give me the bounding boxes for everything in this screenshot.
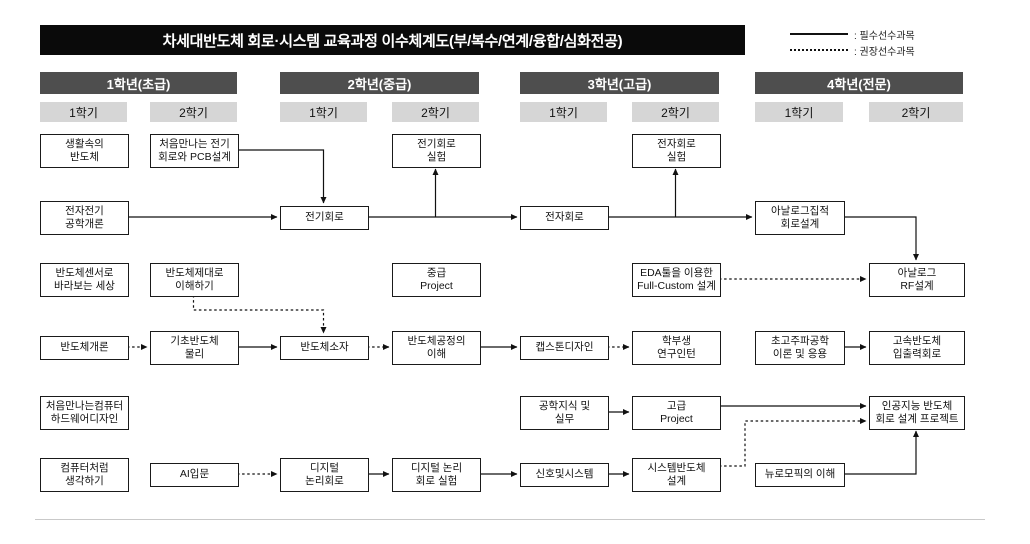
year-header-2: 2학년(중급) xyxy=(280,72,479,94)
semester-header-y1s1: 1학기 xyxy=(40,102,127,122)
edge-neuromorphic-to-ai xyxy=(843,430,919,475)
year-header-3: 3학년(고급) xyxy=(520,72,719,94)
course-think-like-computer: 컴퓨터처럼 생각하기 xyxy=(40,458,129,492)
course-system-semiconductor-design: 시스템반도체 설계 xyxy=(632,458,721,492)
course-neuromorphic: 뉴로모픽의 이해 xyxy=(755,463,845,487)
course-intermediate-project: 중급 Project xyxy=(392,263,481,297)
course-semiconductor-process: 반도체공정의 이해 xyxy=(392,331,481,365)
legend: : 필수선수과목 : 권장선수과목 xyxy=(790,26,915,58)
course-digital-logic-lab: 디지털 논리 회로 실험 xyxy=(392,458,481,492)
course-capstone-design: 캡스톤디자인 xyxy=(520,336,609,360)
legend-recommended-label: : 권장선수과목 xyxy=(854,46,915,58)
course-analog-rf-design: 아날로그 RF설계 xyxy=(869,263,965,297)
course-ai-semiconductor-project: 인공지능 반도체 회로 설계 프로젝트 xyxy=(869,396,965,430)
course-electronic-circuits: 전자회로 xyxy=(520,206,609,230)
course-undergrad-research-intern: 학부생 연구인턴 xyxy=(632,331,721,365)
semester-header-y3s2: 2학기 xyxy=(632,102,719,122)
course-eda-full-custom: EDA툴을 이용한 Full-Custom 설계 xyxy=(632,263,721,297)
edge-analog-ic-to-rf xyxy=(843,216,919,261)
semester-header-y2s1: 1학기 xyxy=(280,102,367,122)
bottom-divider xyxy=(35,519,985,520)
legend-required-label: : 필수선수과목 xyxy=(854,30,915,42)
course-intro-ee: 전자전기 공학개론 xyxy=(40,201,129,235)
course-intro-ai: AI입문 xyxy=(150,463,239,487)
semester-header-y1s2: 2학기 xyxy=(150,102,237,122)
course-advanced-project: 고급 Project xyxy=(632,396,721,430)
course-intro-semiconductor: 반도체개론 xyxy=(40,336,129,360)
page-title: 차세대반도체 회로·시스템 교육과정 이수체계도(부/복수/연계/융합/심화전공… xyxy=(40,25,745,55)
semester-header-y3s1: 1학기 xyxy=(520,102,607,122)
course-first-circuits-pcb: 처음만나는 전기 회로와 PCB설계 xyxy=(150,134,239,168)
course-electronic-circuits-lab: 전자회로 실험 xyxy=(632,134,721,168)
semester-header-y4s1: 1학기 xyxy=(755,102,843,122)
course-electric-circuits: 전기회로 xyxy=(280,206,369,230)
legend-required: : 필수선수과목 xyxy=(790,26,915,42)
course-understanding-semiconductors: 반도체제대로 이해하기 xyxy=(150,263,239,297)
course-world-through-sensors: 반도체센서로 바라보는 세상 xyxy=(40,263,129,297)
year-header-4: 4학년(전문) xyxy=(755,72,963,94)
course-signals-systems: 신호및시스템 xyxy=(520,463,609,487)
edge-pcb-to-circuits xyxy=(237,149,327,204)
course-basic-semiconductor-physics: 기초반도체 물리 xyxy=(150,331,239,365)
course-electric-circuits-lab: 전기회로 실험 xyxy=(392,134,481,168)
semester-header-y2s2: 2학기 xyxy=(392,102,479,122)
course-engineering-practice: 공학지식 및 실무 xyxy=(520,396,609,430)
legend-recommended: : 권장선수과목 xyxy=(790,42,915,58)
edge-syssemi-to-ai xyxy=(719,418,867,467)
course-analog-ic-design: 아날로그집적 회로설계 xyxy=(755,201,845,235)
course-high-speed-io: 고속반도체 입출력회로 xyxy=(869,331,965,365)
course-living-semiconductor: 생활속의 반도체 xyxy=(40,134,129,168)
course-first-computer-hw-design: 처음만나는컴퓨터 하드웨어디자인 xyxy=(40,396,129,430)
dotted-line-icon xyxy=(790,49,848,51)
course-semiconductor-devices: 반도체소자 xyxy=(280,336,369,360)
course-digital-logic: 디지털 논리회로 xyxy=(280,458,369,492)
course-microwave-theory: 초고주파공학 이론 및 응용 xyxy=(755,331,845,365)
solid-line-icon xyxy=(790,33,848,35)
year-header-1: 1학년(초급) xyxy=(40,72,237,94)
edge-understand-to-devices xyxy=(192,295,327,334)
semester-header-y4s2: 2학기 xyxy=(869,102,963,122)
